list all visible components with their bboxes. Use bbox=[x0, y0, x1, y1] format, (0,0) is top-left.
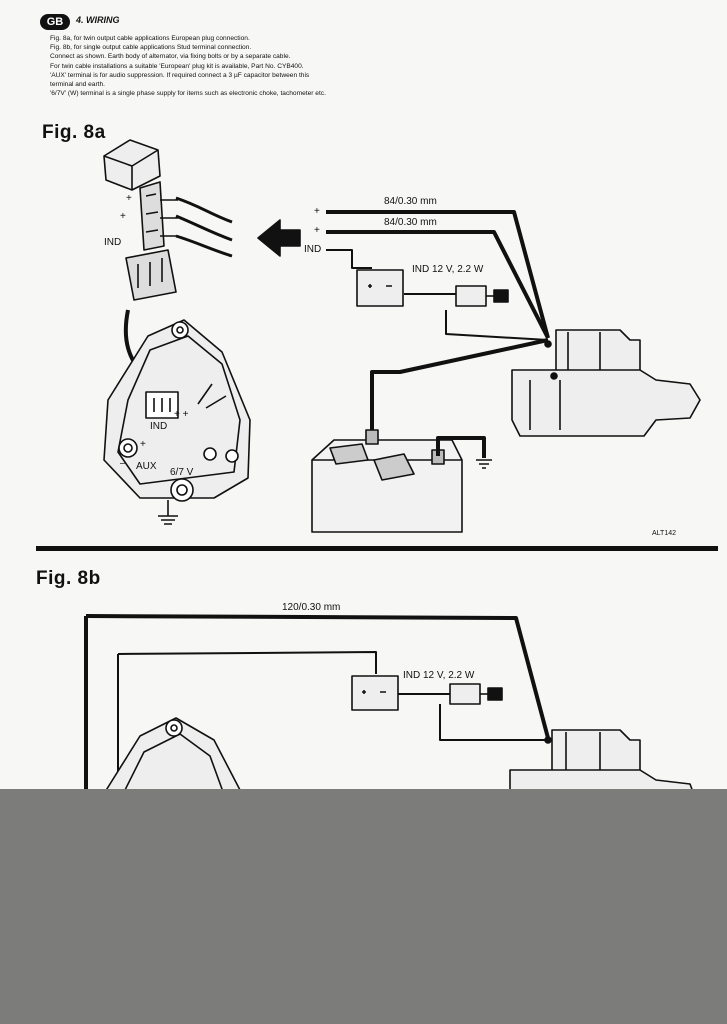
alternator-ind-label: IND bbox=[150, 421, 168, 432]
plus-terminal-label: + bbox=[314, 206, 320, 217]
ground-symbol-icon bbox=[476, 459, 492, 469]
instruction-line: '6/7V' (W) terminal is a single phase su… bbox=[50, 90, 326, 98]
alternator-minus-label: – bbox=[120, 458, 126, 469]
instruction-line: 'AUX' terminal is for audio suppression.… bbox=[50, 71, 310, 79]
diagram-reference: ALT142 bbox=[652, 530, 676, 537]
section-title: 4. WIRING bbox=[76, 15, 120, 25]
plug-socket-icon bbox=[125, 249, 177, 301]
phase-terminal-label: 6/7 V bbox=[170, 467, 194, 478]
instruction-line: Fig. 8a, for twin output cable applicati… bbox=[50, 35, 250, 42]
ignition-switch-icon bbox=[455, 285, 509, 307]
alternator-plus-label: + + bbox=[174, 409, 189, 420]
alternator-plus-label: + bbox=[140, 439, 146, 450]
cable-spec-label: 84/0.30 mm bbox=[384, 196, 437, 207]
ignition-switch-icon bbox=[449, 683, 503, 705]
gray-overlay-block bbox=[0, 789, 727, 1024]
indicator-lamp-label: IND 12 V, 2.2 W bbox=[412, 264, 484, 275]
cable-spec-label: 120/0.30 mm bbox=[282, 602, 341, 613]
figure-divider bbox=[36, 546, 718, 551]
arrow-left-icon bbox=[257, 219, 301, 257]
instruction-line: Connect as shown. Earth body of alternat… bbox=[50, 53, 291, 61]
ground-symbol-icon bbox=[158, 500, 178, 525]
figure-8a-title: Fig. 8a bbox=[42, 122, 106, 143]
plug-plus-label: + bbox=[120, 211, 126, 222]
instruction-line: For twin cable installations a suitable … bbox=[50, 62, 304, 70]
instruction-line: terminal and earth. bbox=[50, 81, 105, 89]
plug-cover-icon bbox=[103, 139, 161, 191]
instruction-line: Fig. 8b, for single output cable applica… bbox=[50, 44, 252, 52]
cable-spec-label: 84/0.30 mm bbox=[384, 217, 437, 228]
plug-terminals-icon bbox=[139, 181, 178, 251]
gb-language-badge: GB bbox=[40, 14, 70, 30]
figure-8b-title: Fig. 8b bbox=[36, 568, 101, 589]
indicator-lamp-icon bbox=[351, 675, 399, 711]
battery-icon bbox=[311, 429, 463, 533]
plug-ind-label: IND bbox=[104, 237, 122, 248]
wiring-instructions: Fig. 8a, for twin output cable applicati… bbox=[50, 34, 326, 98]
plug-plus-label: + bbox=[126, 193, 132, 204]
plus-terminal-label: + bbox=[314, 225, 320, 236]
alternator-icon bbox=[103, 319, 251, 502]
starter-motor-icon bbox=[511, 329, 701, 437]
indicator-lamp-icon bbox=[356, 269, 404, 307]
indicator-lamp-label: IND 12 V, 2.2 W bbox=[403, 670, 475, 681]
aux-terminal-label: AUX bbox=[136, 461, 157, 472]
ind-lead-label: IND bbox=[304, 244, 322, 255]
